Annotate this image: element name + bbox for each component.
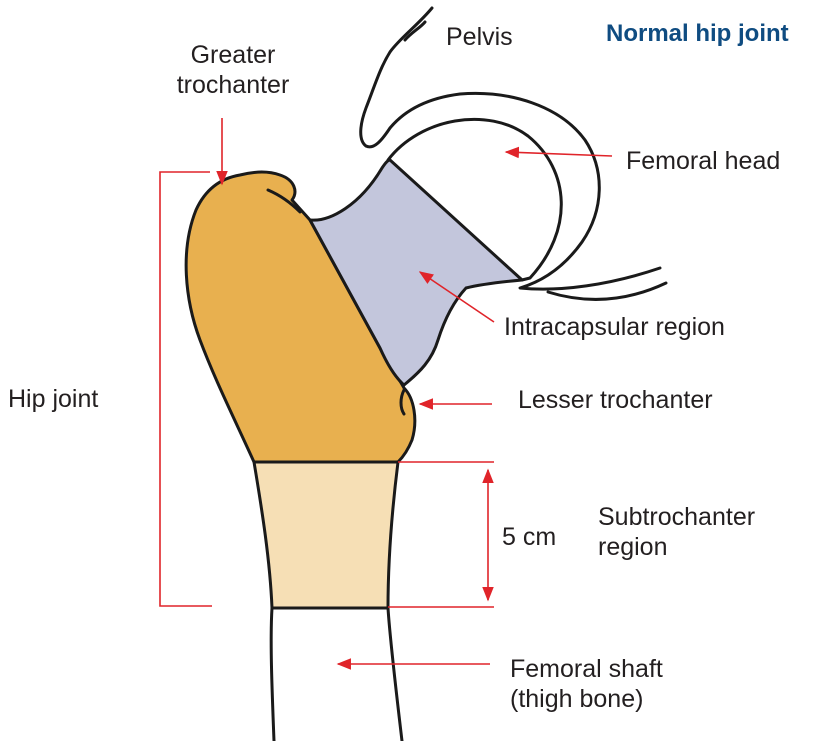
subtrochanter-line-1: Subtrochanter: [598, 502, 755, 532]
greater-trochanter-label: Greater trochanter: [168, 40, 298, 100]
greater-trochanter-line-1: Greater: [168, 40, 298, 70]
lesser-trochanter-label: Lesser trochanter: [518, 385, 713, 415]
intracapsular-label: Intracapsular region: [504, 312, 725, 342]
measurement-label: 5 cm: [502, 522, 556, 552]
subtrochanter-label: Subtrochanter region: [598, 502, 755, 562]
subtrochanter-shape: [254, 462, 398, 608]
femoral-shaft-shape: [271, 608, 402, 741]
diagram-title: Normal hip joint: [606, 20, 789, 48]
femoral-shaft-line-2: (thigh bone): [510, 684, 663, 714]
measurement-bracket: [388, 462, 494, 607]
femoral-shaft-line-1: Femoral shaft: [510, 654, 663, 684]
greater-trochanter-line-2: trochanter: [168, 70, 298, 100]
femoral-head-label: Femoral head: [626, 146, 780, 176]
hip-joint-label: Hip joint: [8, 384, 98, 414]
pelvis-label: Pelvis: [446, 22, 513, 52]
subtrochanter-line-2: region: [598, 532, 755, 562]
femoral-shaft-label: Femoral shaft (thigh bone): [510, 654, 663, 714]
